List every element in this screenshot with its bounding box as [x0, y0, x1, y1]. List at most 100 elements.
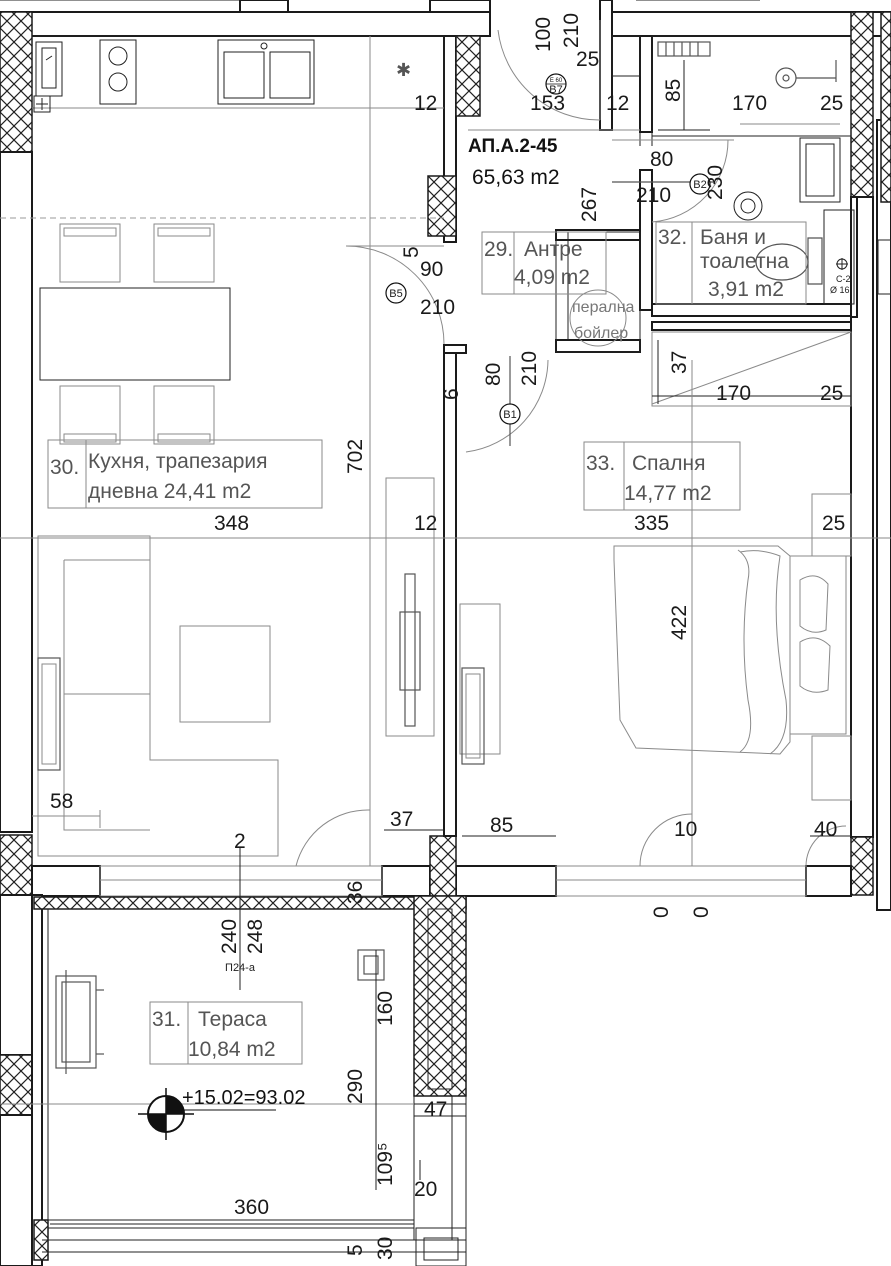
- svg-text:47: 47: [424, 1098, 447, 1121]
- svg-text:5: 5: [344, 1244, 367, 1256]
- pipe-tag: C-2: [836, 274, 851, 284]
- svg-text:36: 36: [344, 881, 367, 904]
- radiator-icon: [37, 657, 61, 771]
- svg-text:4,09 m2: 4,09 m2: [514, 266, 590, 289]
- wall-left-lower: [0, 894, 33, 1056]
- level-mark: +15.02=93.02: [182, 1087, 305, 1109]
- closet-label: перална бойлер: [572, 299, 635, 342]
- svg-text:58: 58: [50, 790, 73, 813]
- svg-text:33.: 33.: [586, 452, 615, 475]
- column-right-top: [850, 11, 874, 198]
- svg-text:80: 80: [650, 148, 673, 171]
- svg-text:25: 25: [576, 48, 599, 71]
- svg-text:248: 248: [244, 919, 267, 954]
- room-label-terrace: 31. Тераса 10,84 m2: [149, 1001, 303, 1065]
- door-tag-b5: B5: [385, 282, 407, 304]
- wall-right-outer: [876, 119, 891, 911]
- svg-text:6: 6: [440, 388, 463, 400]
- partition: [651, 321, 852, 331]
- svg-text:109⁵: 109⁵: [374, 1142, 397, 1186]
- column-left-top: [0, 11, 33, 153]
- svg-text:335: 335: [634, 512, 669, 535]
- svg-text:210: 210: [560, 13, 583, 48]
- svg-text:85: 85: [490, 814, 513, 837]
- column-core: [427, 175, 457, 237]
- svg-text:25: 25: [820, 92, 843, 115]
- svg-text:Тераса: Тераса: [198, 1008, 267, 1031]
- svg-text:B7: B7: [549, 84, 562, 96]
- svg-text:30: 30: [374, 1237, 397, 1260]
- room-label-entrance: 29. Антре 4,09 m2: [481, 231, 607, 295]
- svg-text:267: 267: [578, 187, 601, 222]
- svg-text:290: 290: [344, 1069, 367, 1104]
- facade-wall: [381, 865, 431, 897]
- terrace-rail: [413, 895, 467, 1097]
- socket-icon: [33, 95, 51, 113]
- svg-text:12: 12: [414, 512, 437, 535]
- wall-left: [0, 151, 33, 833]
- towel-radiator-icon: [657, 41, 711, 57]
- ac-unit-icon: [55, 975, 97, 1069]
- facade-wall: [31, 865, 101, 897]
- svg-text:85: 85: [662, 79, 685, 102]
- svg-text:30.: 30.: [50, 456, 79, 479]
- svg-text:10: 10: [674, 818, 697, 841]
- svg-text:B5: B5: [389, 288, 402, 300]
- svg-text:160: 160: [374, 991, 397, 1026]
- door-tag-b1: B1: [499, 403, 521, 425]
- tv-unit: [385, 477, 435, 737]
- column-center: [429, 835, 457, 897]
- partition: [443, 344, 467, 354]
- svg-text:230: 230: [704, 165, 727, 200]
- svg-text:Антре: Антре: [524, 238, 583, 261]
- apartment-area: 65,63 m2: [472, 166, 560, 189]
- wall-top-right: [603, 11, 891, 37]
- svg-text:0: 0: [650, 906, 673, 918]
- svg-text:170: 170: [732, 92, 767, 115]
- room-label-bathroom: 32. Баня и тоалетна 3,91 m2: [655, 221, 807, 305]
- door-tag-b7: Е 60 B7: [545, 73, 567, 96]
- svg-text:10,84 m2: 10,84 m2: [188, 1038, 276, 1061]
- svg-text:бойлер: бойлер: [574, 325, 628, 342]
- svg-text:90: 90: [420, 258, 443, 281]
- dining-table: [39, 287, 231, 381]
- svg-text:240: 240: [218, 919, 241, 954]
- svg-text:20: 20: [414, 1178, 437, 1201]
- column-right-outer: [880, 11, 891, 203]
- svg-text:32.: 32.: [658, 226, 687, 249]
- facade-wall: [455, 865, 557, 897]
- svg-text:360: 360: [234, 1196, 269, 1219]
- svg-text:702: 702: [344, 439, 367, 474]
- svg-text:Е 60: Е 60: [550, 78, 563, 84]
- partition: [639, 35, 653, 133]
- svg-text:210: 210: [518, 351, 541, 386]
- svg-text:✱: ✱: [396, 60, 411, 80]
- svg-text:B2: B2: [693, 179, 706, 191]
- apartment-code: АП.А.2-45: [468, 136, 558, 157]
- svg-text:210: 210: [420, 296, 455, 319]
- svg-text:100: 100: [532, 17, 555, 52]
- svg-text:37: 37: [668, 351, 691, 374]
- facade-wall: [805, 865, 852, 897]
- door-tag-b2: B2: [689, 173, 711, 195]
- svg-text:Спалня: Спалня: [632, 452, 705, 475]
- terrace-rail: [33, 896, 467, 910]
- column-left-low: [0, 1054, 33, 1116]
- svg-text:12: 12: [606, 92, 629, 115]
- coffee-table: [179, 625, 271, 723]
- svg-text:37: 37: [390, 808, 413, 831]
- wall-stub: [429, 0, 491, 13]
- shaft: [455, 35, 481, 117]
- svg-text:0: 0: [690, 906, 713, 918]
- svg-text:348: 348: [214, 512, 249, 535]
- door-tag-p24a: П24-а: [225, 962, 256, 974]
- svg-text:25: 25: [820, 382, 843, 405]
- svg-text:210: 210: [636, 184, 671, 207]
- terrace-rail: [31, 894, 43, 1266]
- wall-top-left: [0, 11, 491, 37]
- column-right-bottom: [850, 836, 874, 896]
- svg-text:тоалетна: тоалетна: [700, 250, 789, 273]
- svg-text:80: 80: [482, 363, 505, 386]
- svg-text:B1: B1: [503, 409, 516, 421]
